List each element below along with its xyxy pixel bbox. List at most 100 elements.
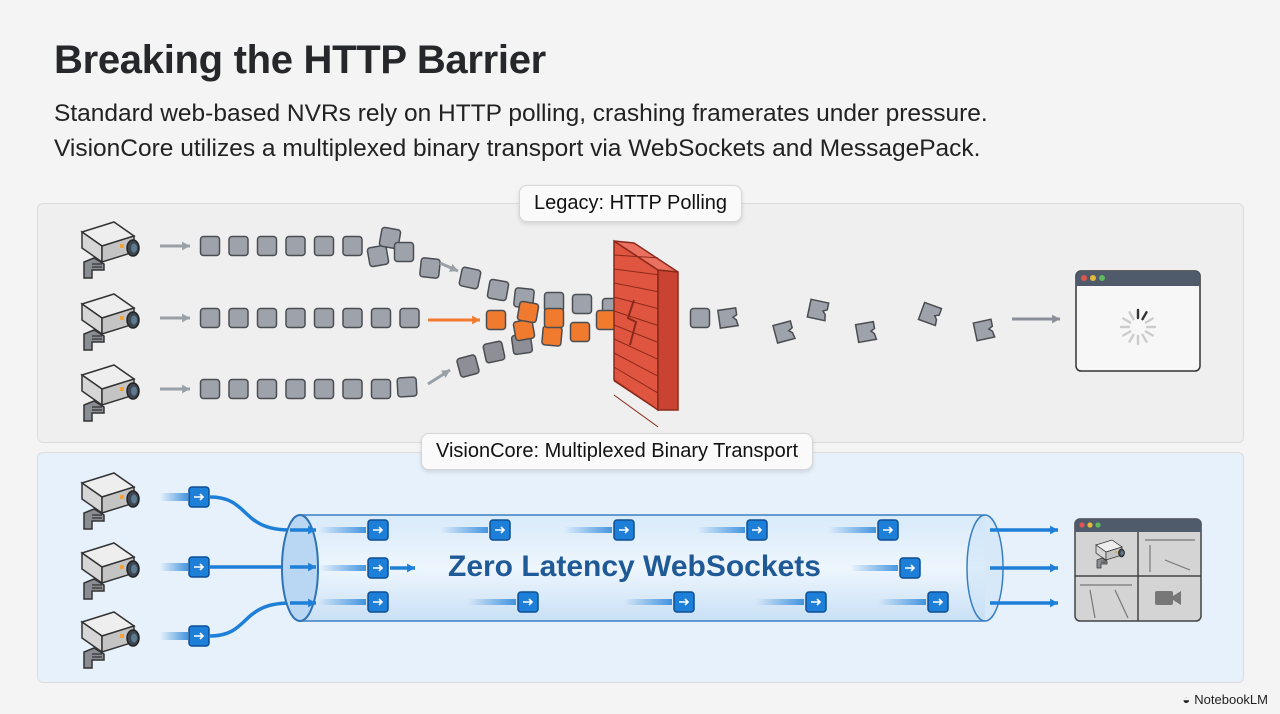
loading-spinner-icon [1119, 308, 1157, 346]
packet-icon [256, 378, 278, 400]
arrow-head-icon [182, 241, 190, 251]
window-dot-icon [1087, 522, 1093, 528]
window-dot-icon [1081, 275, 1087, 281]
video-grid-window-icon [1074, 518, 1202, 622]
motion-trail [468, 599, 516, 605]
packet-icon [689, 307, 711, 329]
packet-icon [199, 235, 221, 257]
packet-icon [285, 235, 306, 257]
packet-icon [199, 307, 221, 329]
room-view-icon [1145, 539, 1195, 572]
packet-icon [396, 376, 418, 398]
binary-packet-icon [805, 591, 827, 613]
packet-icon [285, 307, 306, 329]
packet-icon [393, 241, 415, 263]
motion-trail [160, 632, 188, 640]
packet-icon [313, 378, 335, 400]
security-camera-icon [81, 542, 140, 600]
packet-icon [571, 293, 593, 315]
tube-label: Zero Latency WebSockets [448, 550, 821, 583]
motion-trail [756, 599, 804, 605]
security-camera-icon [81, 611, 140, 669]
broken-packet-icon [716, 306, 740, 330]
packet-icon [228, 307, 249, 329]
packet-icon [399, 307, 420, 329]
packet-icon [458, 266, 482, 290]
legacy-section-label: Legacy: HTTP Polling [519, 185, 743, 222]
page-title: Breaking the HTTP Barrier [54, 38, 546, 82]
browser-window-icon [1075, 270, 1201, 372]
binary-packet-icon [746, 519, 768, 541]
motion-trail [850, 565, 898, 571]
arrow-head-icon [472, 315, 480, 325]
binary-packet-icon [367, 591, 389, 613]
packet-icon [516, 300, 540, 324]
arrow-head-icon [1050, 525, 1058, 535]
arrow-head-icon [407, 563, 415, 573]
arrow-head-icon [1050, 598, 1058, 608]
broken-packet-icon [772, 320, 797, 344]
notebooklm-logo-icon: ◒ [1182, 692, 1191, 707]
crack-icon [626, 299, 638, 346]
motion-trail [318, 527, 366, 533]
binary-packet-icon [927, 591, 949, 613]
packet-icon [256, 235, 278, 257]
broken-packet-icon [917, 301, 943, 327]
packet-icon [569, 321, 591, 343]
arrow-head-icon [308, 562, 316, 572]
binary-packet-icon [188, 556, 210, 578]
window-dot-icon [1099, 275, 1105, 281]
room-view-icon [1080, 584, 1132, 619]
broken-packet-icon [854, 320, 878, 344]
broken-packet-icon [972, 318, 996, 342]
packet-icon [543, 307, 565, 329]
motion-trail [318, 565, 366, 571]
broken-packet-icon [806, 298, 830, 322]
packet-icon [366, 244, 390, 268]
subtitle-line-2: VisionCore utilizes a multiplexed binary… [54, 135, 981, 162]
packet-icon [228, 378, 249, 400]
motion-trail [564, 527, 612, 533]
packet-icon [342, 235, 363, 257]
binary-packet-icon [517, 591, 539, 613]
packet-icon [419, 257, 441, 279]
packet-icon [486, 278, 510, 302]
motion-trail [318, 599, 366, 605]
binary-packet-icon [367, 557, 389, 579]
arrow-head-icon [1052, 314, 1060, 324]
binary-packet-icon [188, 625, 210, 647]
merge-path [209, 495, 305, 532]
subtitle-line-1: Standard web-based NVRs rely on HTTP pol… [54, 100, 988, 127]
security-camera-icon [81, 293, 140, 351]
binary-packet-icon [367, 519, 389, 541]
packet-icon [485, 309, 507, 331]
binary-packet-icon [489, 519, 511, 541]
binary-packet-icon [613, 519, 635, 541]
window-dot-icon [1079, 522, 1085, 528]
security-camera-icon [81, 221, 140, 279]
firewall-brick-wall-icon [613, 239, 679, 428]
page-subtitle: Standard web-based NVRs rely on HTTP pol… [54, 96, 988, 166]
binary-packet-icon [899, 557, 921, 579]
window-dot-icon [1095, 522, 1101, 528]
motion-trail [697, 527, 745, 533]
arrow-head-icon [308, 525, 316, 535]
arrow-head-icon [308, 598, 316, 608]
arrow-head-icon [449, 263, 458, 272]
packet-icon [256, 307, 278, 329]
brand-footer: ◒ NotebookLM [1182, 692, 1268, 707]
security-camera-icon [81, 364, 140, 422]
packet-icon [595, 309, 617, 331]
motion-trail [440, 527, 488, 533]
motion-trail [160, 493, 188, 501]
packet-icon [370, 378, 392, 400]
packet-icon [228, 235, 249, 257]
packet-icon [285, 378, 306, 400]
arrow-head-icon [441, 370, 450, 378]
motion-trail [624, 599, 672, 605]
packet-icon [342, 307, 363, 329]
packet-icon [342, 378, 363, 400]
packet-icon [313, 307, 335, 329]
security-camera-icon [81, 472, 140, 530]
